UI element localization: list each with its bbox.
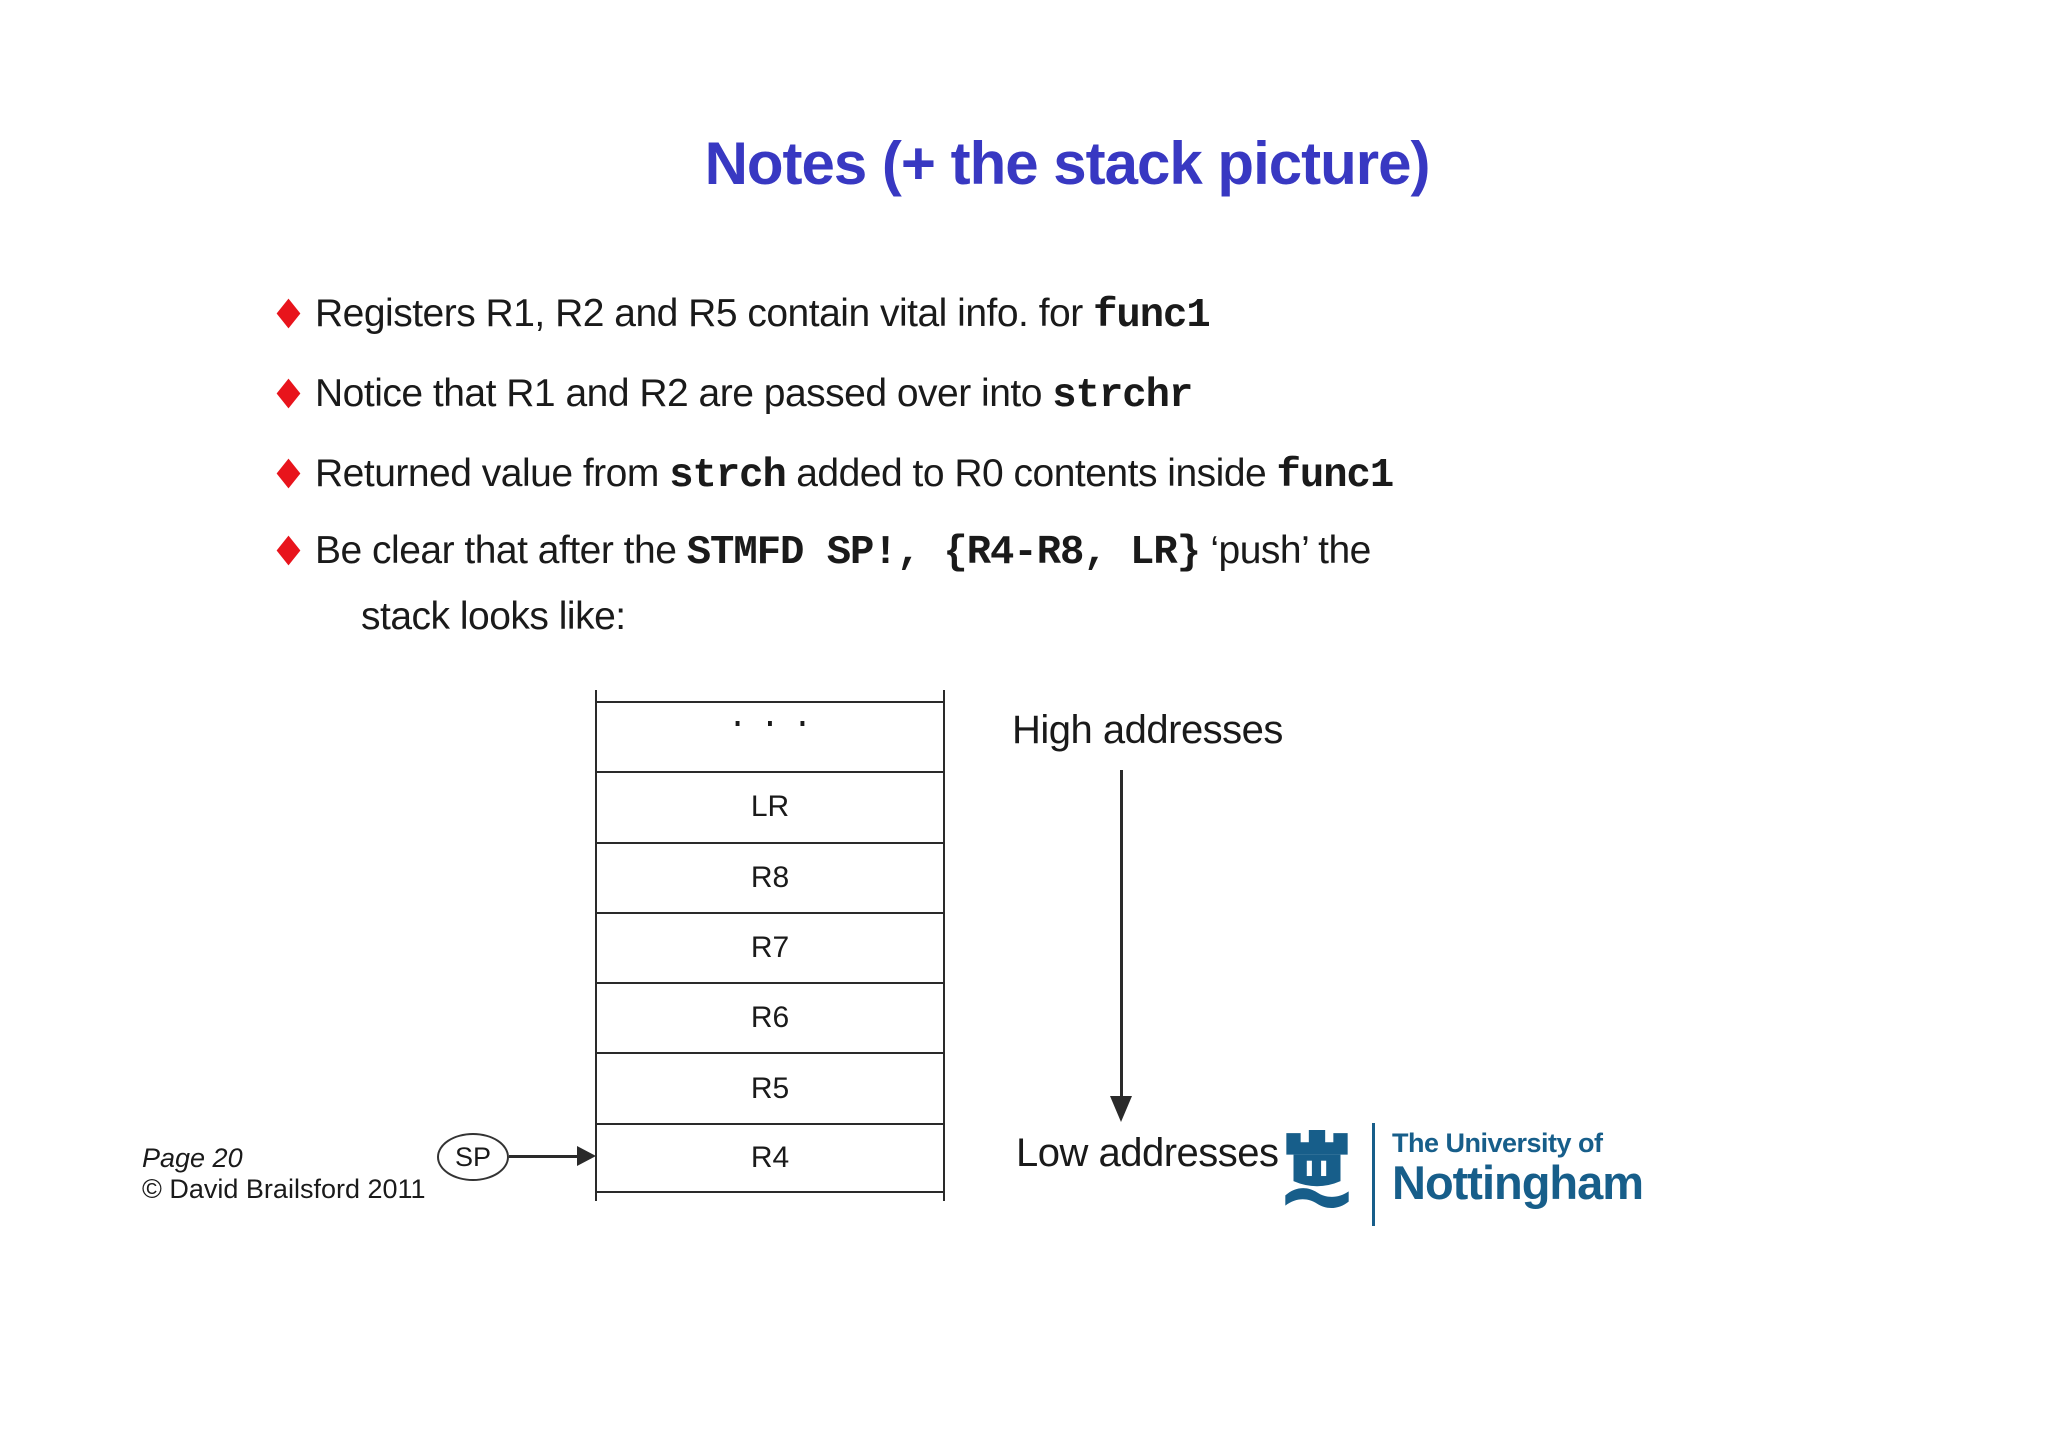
diamond-bullet-icon: [276, 298, 301, 329]
bullet-item: Notice that R1 and R2 are passed over in…: [276, 362, 1878, 428]
arrow-down-icon: [1110, 1096, 1132, 1122]
stack-cell: LR: [597, 771, 943, 841]
bullet-text-segment: Notice that R1 and R2 are passed over in…: [315, 372, 1053, 415]
bullet-text-segment: stack looks like:: [361, 595, 626, 638]
page-number: Page 20: [142, 1143, 243, 1173]
bullet-item: Returned value from strch added to R0 co…: [276, 442, 1878, 508]
stack-cell: R4: [597, 1122, 943, 1194]
mono-code-segment: STMFD SP!, {R4-R8, LR}: [686, 530, 1201, 576]
bullet-text-segment: Be clear that after the: [315, 529, 687, 572]
copyright-notice: © David Brailsford 2011: [142, 1174, 426, 1204]
logo-line2: Nottingham: [1392, 1156, 1644, 1209]
stack-cell: R5: [597, 1052, 943, 1122]
high-addresses-label: High addresses: [1012, 708, 1283, 752]
bullet-line: Be clear that after the STMFD SP!, {R4-R…: [276, 519, 1878, 585]
bullet-item: Be clear that after the STMFD SP!, {R4-R…: [276, 519, 1878, 649]
mono-code-segment: strchr: [1052, 373, 1193, 419]
nottingham-castle-icon: [1285, 1130, 1349, 1208]
diamond-bullet-icon: [276, 378, 301, 409]
diamond-bullet-icon: [276, 458, 301, 489]
bullet-text-segment: Returned value from: [315, 452, 670, 495]
bullet-text-segment: ‘push’ the: [1200, 529, 1371, 572]
bullet-item: Registers R1, R2 and R5 contain vital in…: [276, 282, 1878, 348]
arrow-right-icon: [577, 1146, 596, 1166]
bullet-text-segment: Registers R1, R2 and R5 contain vital in…: [315, 292, 1094, 335]
bullet-line: Registers R1, R2 and R5 contain vital in…: [276, 282, 1878, 348]
stack-cell: R7: [597, 911, 943, 982]
stack-cell: R6: [597, 982, 943, 1052]
address-direction-arrow-line: [1120, 770, 1123, 1098]
logo-line1: The University of: [1392, 1128, 1603, 1158]
bullet-line: Notice that R1 and R2 are passed over in…: [276, 362, 1878, 428]
bullet-line: stack looks like:: [278, 585, 1878, 649]
bullet-line: Returned value from strch added to R0 co…: [276, 442, 1878, 508]
stack-cell: ...: [597, 701, 943, 771]
bullet-text-segment: added to R0 contents inside: [785, 452, 1277, 495]
slide-title: Notes (+ the stack picture): [704, 130, 1431, 197]
university-logo-text: The University of Nottingham: [1392, 1128, 1644, 1209]
mono-code-segment: func1: [1093, 293, 1211, 339]
logo-separator: [1372, 1123, 1375, 1226]
diamond-bullet-icon: [276, 535, 301, 566]
sp-arrow-line: [509, 1155, 579, 1158]
mono-code-segment: func1: [1276, 453, 1395, 499]
mono-code-segment: strch: [669, 453, 787, 499]
stack-cell: R8: [597, 841, 943, 912]
slide-footer: Page 20 © David Brailsford 2011: [142, 1143, 426, 1205]
low-addresses-label: Low addresses: [1016, 1131, 1279, 1175]
sp-pointer-label: SP: [437, 1133, 509, 1181]
